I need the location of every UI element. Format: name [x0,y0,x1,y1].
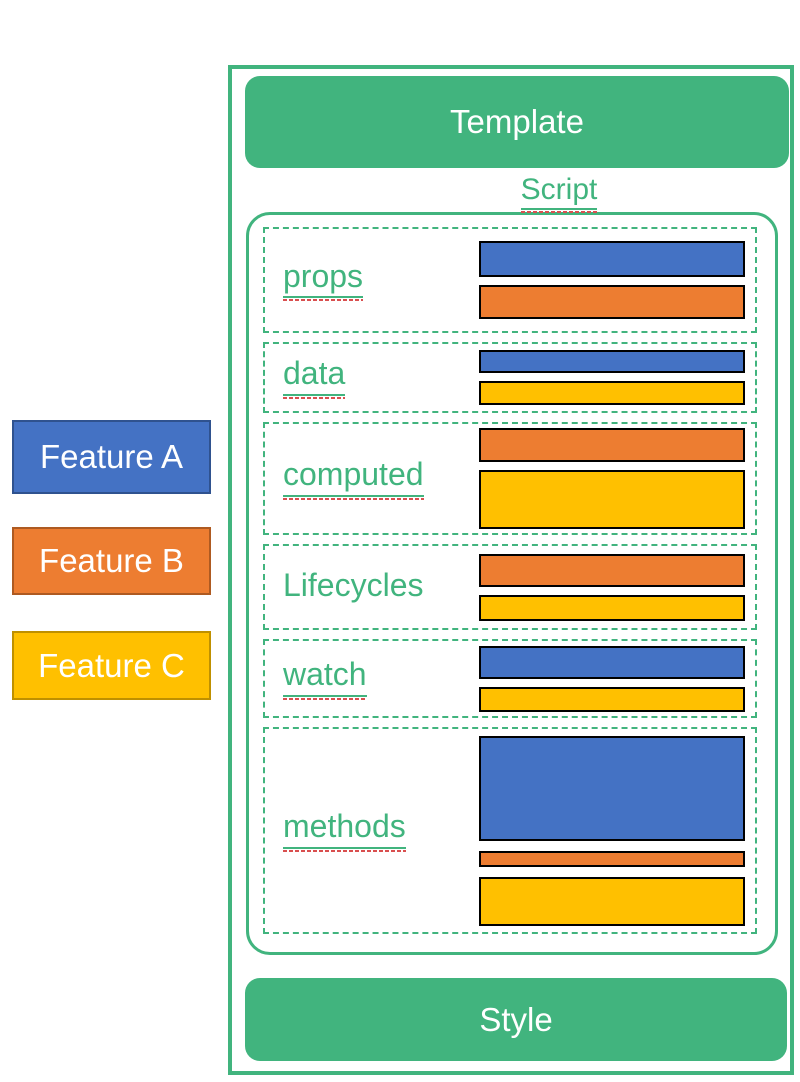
feature-a-bar [479,735,745,841]
feature-b-bar [479,428,745,462]
section-methods: methods [263,727,757,934]
legend-item-b: Feature B [12,527,211,595]
feature-a-bar [479,241,745,277]
section-data: data [263,342,757,413]
feature-c-bar [479,594,745,621]
feature-c-bar [479,686,745,712]
feature-c-bar [479,470,745,529]
feature-c-bar [479,381,745,405]
spellcheck-squiggle [520,211,598,213]
section-label: Lifecycles [283,567,424,604]
legend-item-label: Feature A [39,438,184,475]
section-label: data [283,356,346,399]
legend: Feature A Feature B Feature C [12,420,211,700]
spellcheck-squiggle [283,299,364,302]
section-computed: computed [263,422,757,535]
section-label: methods [283,809,406,852]
feature-b-bar [479,285,745,319]
spellcheck-squiggle [283,697,367,700]
feature-a-bar [479,645,745,679]
spellcheck-squiggle [283,849,406,852]
feature-b-bar [479,850,745,867]
script-label-text: Script [520,173,598,210]
section-props: props [263,227,757,333]
section-label: computed [283,457,424,500]
feature-a-bar [479,350,745,373]
section-lifecycles: Lifecycles [263,544,757,630]
style-box: Style [245,978,787,1061]
section-label: props [283,258,364,302]
feature-b-bar [479,553,745,587]
section-label: watch [283,657,367,700]
script-label: Script [232,173,790,213]
legend-item-c: Feature C [12,631,211,700]
legend-item-label: Feature C [38,646,185,684]
legend-item-a: Feature A [12,420,211,494]
section-watch: watch [263,639,757,718]
spellcheck-squiggle [283,396,346,399]
spellcheck-squiggle [283,497,424,500]
template-box: Template [245,76,789,168]
feature-c-bar [479,876,745,926]
legend-item-label: Feature B [39,542,184,579]
template-label: Template [450,103,584,140]
style-label: Style [479,1000,553,1038]
